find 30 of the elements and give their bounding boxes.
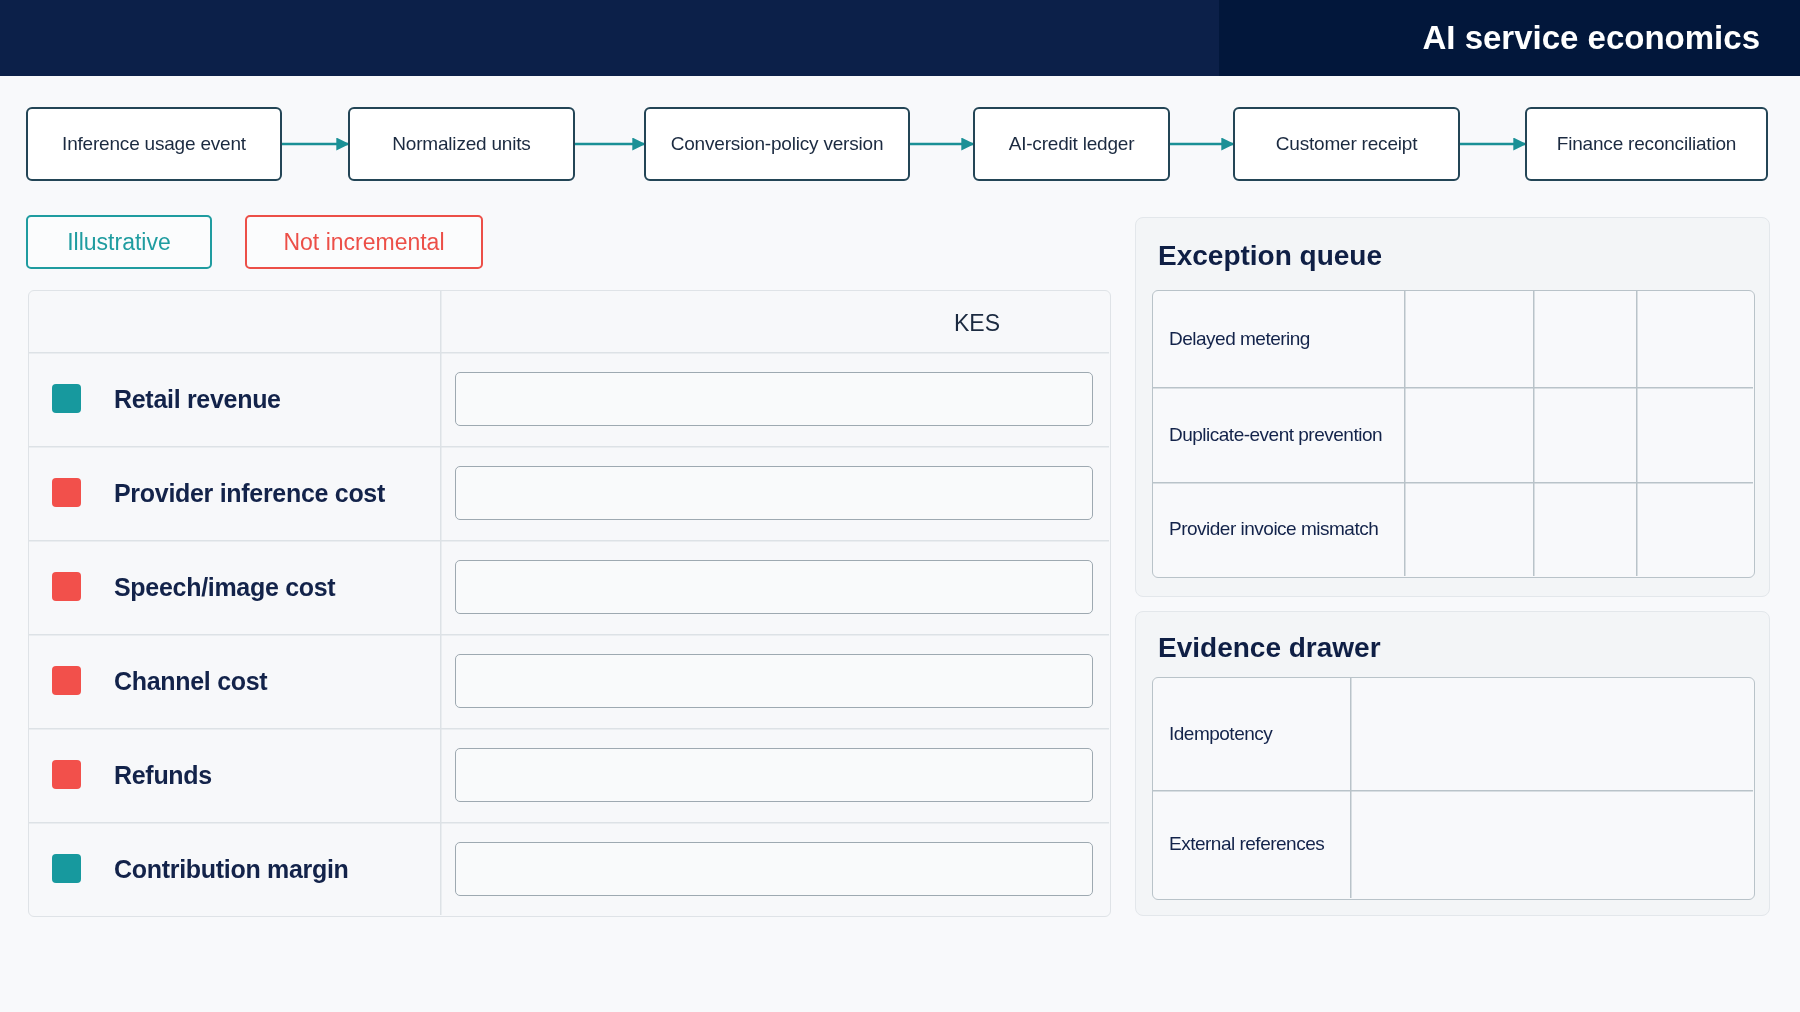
row-label: External references [1169, 832, 1325, 856]
process-box: Conversion-policy version [644, 107, 910, 181]
row-label: Duplicate-event prevention [1169, 422, 1383, 447]
row-label: Refunds [114, 760, 212, 791]
row-label: Delayed metering [1169, 327, 1310, 351]
status-tag: Illustrative [26, 215, 212, 269]
status-tag: Not incremental [245, 215, 483, 269]
arrow [1170, 137, 1235, 151]
row-label: Provider inference cost [114, 478, 385, 509]
panel-heading: Evidence drawer [1158, 632, 1381, 664]
row-label: Provider invoice mismatch [1169, 517, 1379, 541]
side-panel [1135, 217, 1770, 597]
row-label: Speech/image cost [114, 572, 336, 603]
arrow [575, 137, 646, 151]
page-title: AI service economics [1219, 0, 1800, 76]
column-header: KES [954, 310, 1001, 337]
process-box: AI-credit ledger [973, 107, 1170, 181]
arrow [910, 137, 975, 151]
arrow [1460, 137, 1527, 151]
row-label: Idempotency [1169, 722, 1273, 746]
row-label: Contribution margin [114, 854, 349, 885]
arrow [282, 137, 350, 151]
side-panel [1135, 611, 1770, 916]
panel-heading: Exception queue [1158, 240, 1383, 272]
process-box: Customer receipt [1233, 107, 1460, 181]
row-label: Channel cost [114, 666, 268, 697]
row-label: Retail revenue [114, 384, 281, 415]
process-box: Inference usage event [26, 107, 282, 181]
process-box: Normalized units [348, 107, 575, 181]
process-box: Finance reconciliation [1525, 107, 1768, 181]
